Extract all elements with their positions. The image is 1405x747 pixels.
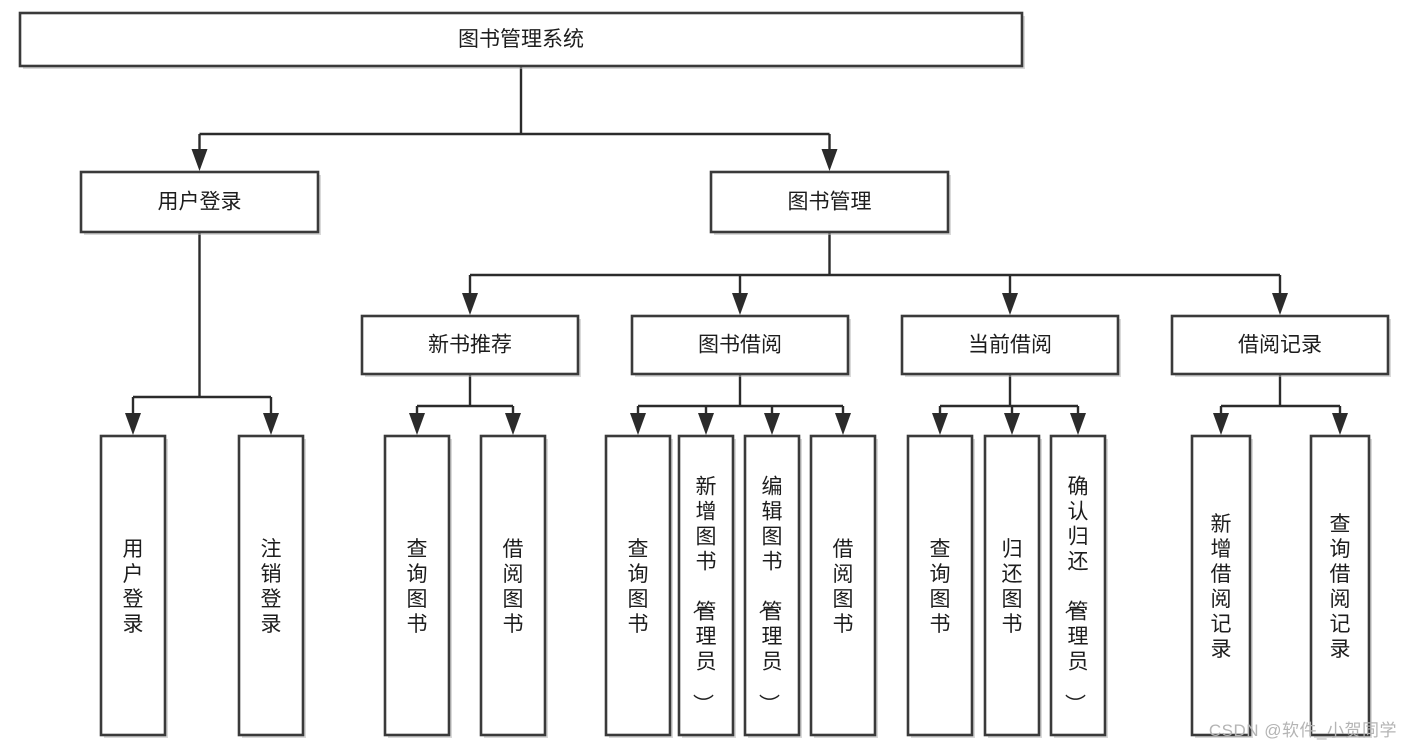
node-leaf-borrow-book-1[interactable]: 借阅图书 xyxy=(479,434,548,738)
node-new-book-rec[interactable]: 新书推荐 xyxy=(360,314,581,377)
watermark-label: CSDN @软件_小贺同学 xyxy=(1208,721,1397,740)
node-book-manage[interactable]: 图书管理 xyxy=(709,170,951,235)
node-label: 新增图书（管理员） xyxy=(691,476,717,715)
node-box[interactable] xyxy=(900,314,1120,376)
node-box[interactable] xyxy=(709,170,950,234)
node-user-login[interactable]: 用户登录 xyxy=(79,170,321,235)
nodes-layer: 图书管理系统用户登录图书管理新书推荐图书借阅当前借阅借阅记录用户登录注销登录查询… xyxy=(18,11,1391,738)
node-label: 归还图书 xyxy=(1002,538,1023,636)
node-leaf-add-book[interactable]: 新增图书（管理员） xyxy=(677,434,736,738)
node-leaf-confirm-return[interactable]: 确认归还（管理员） xyxy=(1049,434,1108,738)
node-leaf-edit-book[interactable]: 编辑图书（管理员） xyxy=(743,434,802,738)
node-label: 注销登录 xyxy=(261,538,282,636)
node-label: 图书借阅 xyxy=(698,334,782,357)
node-box[interactable] xyxy=(1190,434,1252,737)
node-label: 图书管理 xyxy=(788,191,872,214)
node-label: 用户登录 xyxy=(158,191,242,214)
node-box[interactable] xyxy=(479,434,547,737)
node-box[interactable] xyxy=(677,434,735,737)
connector-group-book-manage xyxy=(462,232,1288,315)
node-label: 查询图书 xyxy=(628,538,649,636)
node-root[interactable]: 图书管理系统 xyxy=(18,11,1025,69)
node-leaf-borrow-book-2[interactable]: 借阅图书 xyxy=(809,434,878,738)
node-box[interactable] xyxy=(630,314,850,376)
node-box[interactable] xyxy=(383,434,451,737)
node-leaf-query-book-1[interactable]: 查询图书 xyxy=(383,434,452,738)
node-leaf-query-record[interactable]: 查询借阅记录 xyxy=(1309,434,1372,738)
node-leaf-return-book[interactable]: 归还图书 xyxy=(983,434,1042,738)
connector-group-root xyxy=(191,66,838,171)
node-leaf-user-login[interactable]: 用户登录 xyxy=(99,434,168,738)
connector-group-user-login xyxy=(125,232,279,435)
node-label: 查询借阅记录 xyxy=(1330,513,1351,661)
node-label: 借阅记录 xyxy=(1238,334,1322,357)
node-box[interactable] xyxy=(18,11,1024,68)
node-book-borrow[interactable]: 图书借阅 xyxy=(630,314,851,377)
node-current-borrow[interactable]: 当前借阅 xyxy=(900,314,1121,377)
node-box[interactable] xyxy=(360,314,580,376)
node-box[interactable] xyxy=(1170,314,1390,376)
connectors-layer xyxy=(125,66,1348,435)
node-label: 确认归还（管理员） xyxy=(1063,476,1089,715)
node-label: 用户登录 xyxy=(123,538,144,636)
node-box[interactable] xyxy=(99,434,167,737)
node-label: 查询图书 xyxy=(407,538,428,636)
node-leaf-query-book-3[interactable]: 查询图书 xyxy=(906,434,975,738)
node-box[interactable] xyxy=(743,434,801,737)
node-label: 当前借阅 xyxy=(968,334,1052,357)
node-label: 新增借阅记录 xyxy=(1211,513,1232,661)
node-box[interactable] xyxy=(237,434,305,737)
node-box[interactable] xyxy=(1309,434,1371,737)
node-leaf-query-book-2[interactable]: 查询图书 xyxy=(604,434,673,738)
node-leaf-logout[interactable]: 注销登录 xyxy=(237,434,306,738)
node-box[interactable] xyxy=(809,434,877,737)
node-leaf-add-record[interactable]: 新增借阅记录 xyxy=(1190,434,1253,738)
node-box[interactable] xyxy=(604,434,672,737)
connector-group-borrow-record xyxy=(1213,374,1348,435)
connector-group-book-borrow xyxy=(630,374,851,435)
node-label: 查询图书 xyxy=(930,538,951,636)
connector-group-new-book-rec xyxy=(409,374,521,435)
node-label: 借阅图书 xyxy=(503,538,524,636)
node-label: 图书管理系统 xyxy=(458,28,584,51)
node-box[interactable] xyxy=(1049,434,1107,737)
node-borrow-record[interactable]: 借阅记录 xyxy=(1170,314,1391,377)
node-box[interactable] xyxy=(79,170,320,234)
node-label: 编辑图书（管理员） xyxy=(757,476,783,715)
connector-group-current-borrow xyxy=(932,374,1086,435)
node-label: 新书推荐 xyxy=(428,334,512,357)
node-box[interactable] xyxy=(983,434,1041,737)
node-label: 借阅图书 xyxy=(833,538,854,636)
node-box[interactable] xyxy=(906,434,974,737)
